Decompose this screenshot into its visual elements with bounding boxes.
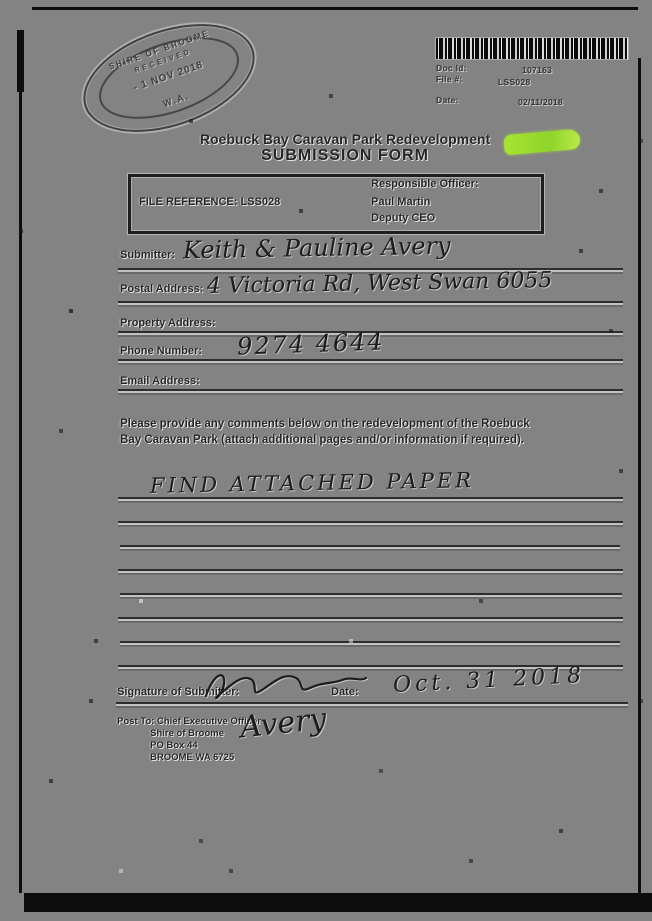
field-value-phone-number: 9274 4644 [236,327,386,361]
comments-instructions: Please provide any comments below on the… [120,418,530,447]
form-subtitle: SUBMISSION FORM [261,147,429,164]
field-label-email-address: Email Address: [120,375,200,387]
records-file-label: File #: [436,74,463,84]
records-file-value: LSS028 [498,77,531,87]
field-line-phone-number [118,359,623,361]
comment-line-3 [120,545,620,547]
records-doc-id-value: 107163 [522,65,553,75]
scan-edge-top [32,7,638,10]
field-value-submitter: Keith & Pauline Avery [182,231,451,265]
scan-edge-left [19,90,22,893]
file-reference: FILE REFERENCE: LSS028 [139,196,281,208]
handwritten-annotation: Avery [238,701,329,746]
handwritten-comment: FIND ATTACHED PAPER [149,468,475,498]
field-label-postal-address: Postal Address: [120,283,204,295]
scan-edge-left-thick [17,30,24,92]
post-to-line-2: Shire of Broome [150,728,224,739]
records-doc-id-label: Doc Id: [436,63,467,73]
comment-line-4 [118,569,623,571]
post-to-line-1: Post To: Chief Executive Officer [117,716,261,727]
reference-box: FILE REFERENCE: LSS028 Responsible Offic… [128,174,544,234]
responsible-officer-label: Responsible Officer: [371,178,479,190]
form-title: Roebuck Bay Caravan Park Redevelopment [199,131,491,147]
comment-line-6 [118,617,623,619]
comment-line-1 [118,497,623,499]
field-label-submitter: Submitter: [120,249,175,261]
field-line-postal-address [118,301,623,303]
field-line-email-address [118,389,623,391]
scan-noise-speckles [40,150,42,152]
comment-line-7 [120,641,620,643]
field-label-phone-number: Phone Number: [120,345,202,357]
comment-line-8 [118,665,623,667]
responsible-officer-name: Paul Martin [371,196,431,208]
barcode [436,38,628,59]
field-value-postal-address: 4 Victoria Rd, West Swan 6055 [206,267,553,300]
post-to-line-4: BROOME WA 6725 [150,752,235,763]
scan-edge-right [638,58,641,893]
records-date-label: Date: [436,95,459,105]
field-label-property-address: Property Address: [120,317,216,329]
signature-date-value: Oct. 31 2018 [392,662,586,699]
comment-line-5 [120,593,622,595]
comment-line-2 [118,521,623,523]
responsible-officer-title: Deputy CEO [371,212,436,224]
field-line-property-address [118,331,623,333]
signature-date-label: Date: [331,686,359,698]
field-line-submitter [118,268,623,270]
submitter-signature [204,674,368,700]
scan-edge-bottom [24,893,652,912]
records-date-value: 02/11/2018 [518,97,564,107]
signature-line [116,702,628,704]
post-to-line-3: PO Box 44 [150,740,198,751]
